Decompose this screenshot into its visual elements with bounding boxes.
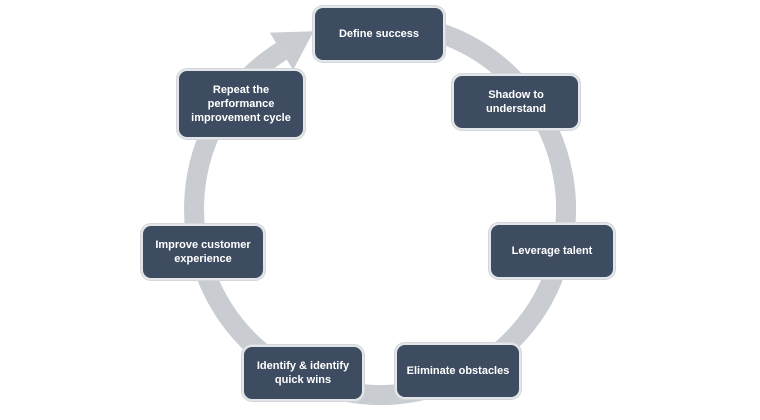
step-label: Eliminate obstacles: [406, 364, 510, 377]
step-label: Shadow to understand: [486, 88, 546, 115]
step-box-shadow-to-understand: Shadow to understand: [452, 74, 580, 130]
step-box-leverage-talent: Leverage talent: [489, 223, 615, 279]
step-label: Leverage talent: [511, 244, 593, 257]
step-box-identify-quick-wins: Identify & identify quick wins: [242, 345, 364, 401]
step-box-eliminate-obstacles: Eliminate obstacles: [395, 343, 521, 399]
step-label: Repeat the performance improvement cycle: [191, 83, 291, 125]
step-label: Identify & identify quick wins: [256, 359, 350, 386]
cycle-arrowhead-icon: [269, 31, 314, 70]
step-box-repeat-cycle: Repeat the performance improvement cycle: [177, 69, 305, 139]
step-box-improve-customer-experience: Improve customer experience: [141, 224, 265, 280]
step-label: Improve customer experience: [155, 238, 251, 265]
step-label: Define success: [338, 27, 420, 40]
step-box-define-success: Define success: [313, 6, 445, 62]
